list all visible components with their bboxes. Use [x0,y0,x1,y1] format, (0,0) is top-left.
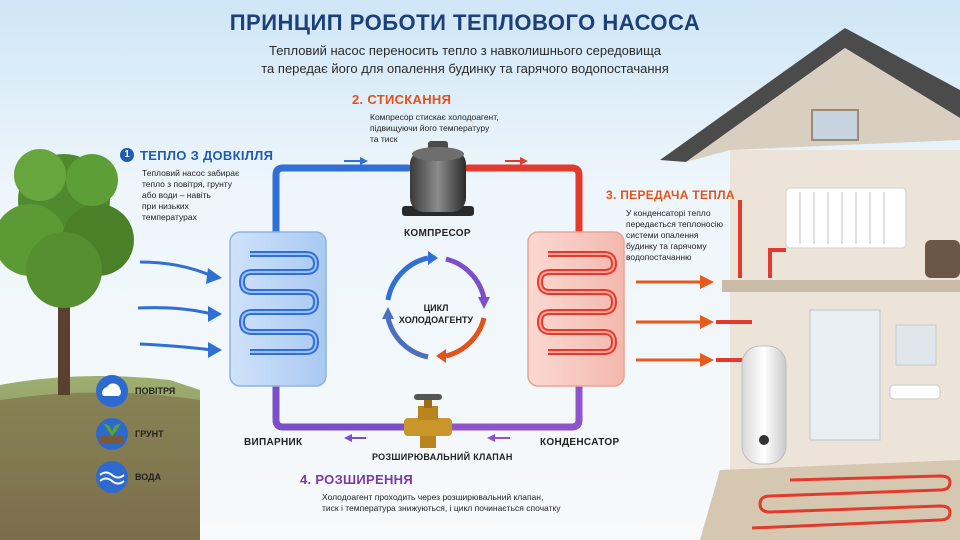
step1-title: ТЕПЛО З ДОВКІЛЛЯ [140,148,274,163]
refrigerant-pipes [272,164,583,431]
house-illustration [660,28,960,540]
step1-desc-line: тепло з повітря, грунту [142,179,233,189]
compressor-label: КОМПРЕСОР [404,228,471,239]
evaporator-label: ВИПАРНИК [244,437,303,448]
step1-description: Тепловий насос забирає тепло з повітря, … [142,168,262,223]
flow-arrows [344,157,528,442]
step4-title: 4. РОЗШИРЕННЯ [300,472,413,487]
step3-desc-line: будинку та гарячому [626,241,707,251]
water-icon [96,461,128,493]
step3-desc-line: системи опалення [626,230,699,240]
source-label-air: ПОВІТРЯ [135,386,176,396]
condenser-unit [527,231,625,387]
expansion-valve-label: РОЗШИРЮВАЛЬНИЙ КЛАПАН [372,452,513,462]
step3-title: 3. ПЕРЕДАЧА ТЕПЛА [606,188,735,202]
step1-desc-line: при низьких [142,201,189,211]
cycle-label-line: ХОЛОДОАГЕНТУ [398,315,474,325]
page-subtitle: Тепловий насос переносить тепло з навкол… [0,42,930,78]
tree-illustration [0,149,134,395]
source-label-ground: ГРУНТ [135,429,164,439]
ground-icon [96,418,128,450]
refrigerant-cycle-label: ЦИКЛ ХОЛОДОАГЕНТУ [386,302,486,326]
step1-number-badge: 1 [120,148,134,162]
step1-desc-line: або води – навіть [142,190,211,200]
ground-landscape [0,376,200,540]
step3-description: У конденсаторі тепло передається теплоно… [626,208,746,263]
step1-desc-line: температурах [142,212,197,222]
step2-desc-line: підвищуючи його температуру [370,123,490,133]
expansion-valve [404,394,452,448]
step2-desc-line: та тиск [370,134,398,144]
source-label-water: ВОДА [135,472,162,482]
step3-desc-line: У конденсаторі тепло [626,208,711,218]
step4-desc-line: тиск і температура знижуються, і цикл по… [322,503,561,513]
cycle-arrows [385,255,487,360]
subtitle-line: та передає його для опалення будинку та … [261,61,669,76]
step1-desc-line: Тепловий насос забирає [142,168,240,178]
subtitle-line: Тепловий насос переносить тепло з навкол… [268,43,661,58]
step2-description: Компресор стискає холодоагент, підвищуюч… [370,112,540,145]
condenser-label: КОНДЕНСАТОР [540,437,620,448]
page-title: ПРИНЦИП РОБОТИ ТЕПЛОВОГО НАСОСА [229,10,701,35]
evaporator-unit [229,231,327,387]
ambient-heat-arrows [137,260,213,352]
step3-desc-line: водопостачанню [626,252,692,262]
air-icon [96,375,128,407]
compressor-unit [402,141,474,216]
step3-desc-line: передається теплоносію [626,219,724,229]
step4-description: Холодоагент проходить через розширювальн… [322,492,622,514]
cycle-label-line: ЦИКЛ [423,303,449,313]
cycle-arrowheads [382,251,490,363]
step2-desc-line: Компресор стискає холодоагент, [370,112,499,122]
step2-title: 2. СТИСКАННЯ [352,92,452,107]
step4-desc-line: Холодоагент проходить через розширювальн… [322,492,544,502]
